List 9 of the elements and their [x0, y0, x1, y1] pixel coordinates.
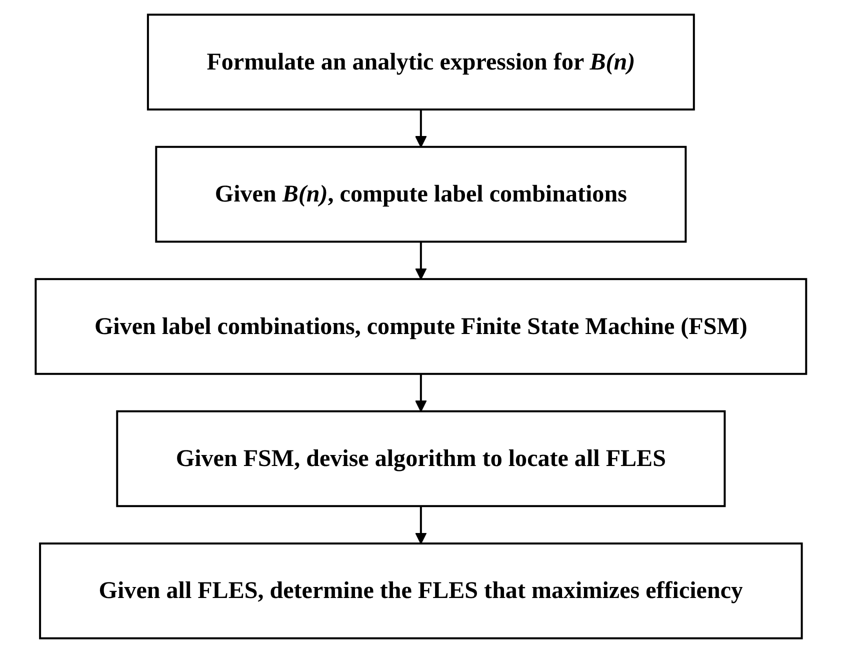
process-box: Given B(n), compute label combinations [155, 146, 687, 243]
process-box: Given all FLES, determine the FLES that maximizes efficiency [39, 542, 803, 640]
arrow [415, 242, 427, 280]
arrow [415, 374, 427, 412]
arrow [415, 110, 427, 148]
arrow [415, 506, 427, 544]
process-box: Formulate an analytic expression for B(n) [147, 14, 695, 110]
process-box: Given FSM, devise algorithm to locate all FLES [116, 410, 726, 508]
process-box: Given label combinations, compute Finite State Machine (FSM) [34, 278, 808, 375]
